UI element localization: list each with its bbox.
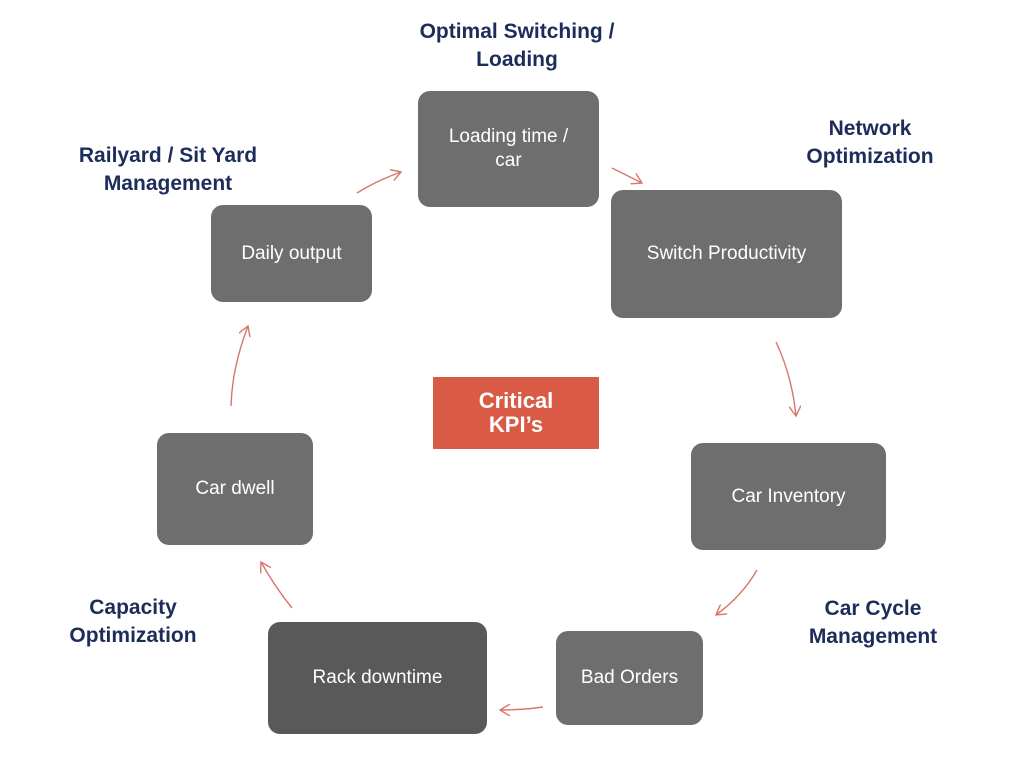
node-switch-productivity: Switch Productivity xyxy=(611,190,842,318)
arrow-badorders-to-rack xyxy=(500,707,544,710)
arrow-rack-to-dwell xyxy=(261,562,293,609)
arrow-inventory-to-badorders xyxy=(716,569,758,615)
label-railyard-management: Railyard / Sit Yard Management xyxy=(78,144,258,195)
node-bad-orders: Bad Orders xyxy=(556,631,703,725)
arrow-switch-to-inventory xyxy=(775,341,796,416)
center-critical-kpis: Critical KPI’s xyxy=(433,377,599,449)
label-network-optimization: Network Optimization xyxy=(806,117,934,168)
label-car-cycle-management: Car Cycle Management xyxy=(808,597,938,648)
node-daily-output: Daily output xyxy=(211,205,372,302)
node-car-inventory: Car Inventory xyxy=(691,443,886,550)
arrow-loading-to-switch xyxy=(611,167,642,183)
node-loading-time: Loading time / car xyxy=(418,91,599,207)
arrow-output-to-loading xyxy=(356,172,401,194)
label-capacity-optimization: Capacity Optimization xyxy=(69,596,197,647)
node-car-dwell: Car dwell xyxy=(157,433,313,545)
node-rack-downtime: Rack downtime xyxy=(268,622,487,734)
arrow-dwell-to-output xyxy=(230,326,248,407)
label-optimal-switching: Optimal Switching / Loading xyxy=(419,20,615,71)
